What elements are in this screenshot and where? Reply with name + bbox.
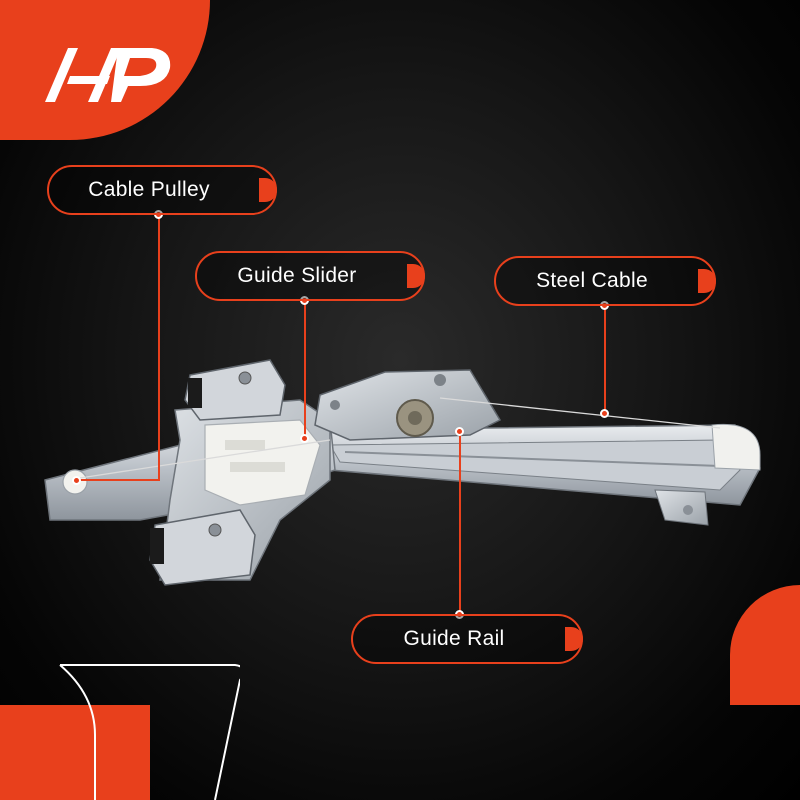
decorative-curve	[59, 664, 240, 800]
leader-line-cable-pulley-h	[76, 479, 160, 481]
callout-tab	[259, 178, 277, 202]
leader-line-cable-pulley	[158, 214, 160, 480]
callout-dot	[72, 476, 81, 485]
callout-tab	[698, 269, 716, 293]
a-premium-logo-icon	[45, 48, 171, 102]
callout-label: Cable Pulley	[88, 178, 210, 201]
callout-dot	[300, 434, 309, 443]
callout-tab	[407, 264, 425, 288]
callout-guide-slider: Guide Slider	[195, 251, 425, 301]
callout-tab	[565, 627, 583, 651]
leader-line-guide-rail	[459, 431, 461, 615]
leader-line-guide-slider	[304, 300, 306, 440]
callout-steel-cable: Steel Cable	[494, 256, 716, 306]
callout-label: Guide Rail	[403, 627, 505, 650]
corner-accent-bottom-left	[0, 705, 150, 800]
leader-line-steel-cable	[604, 305, 606, 413]
callout-dot	[455, 427, 464, 436]
callout-dot	[600, 409, 609, 418]
callout-guide-rail: Guide Rail	[351, 614, 583, 664]
callout-label: Guide Slider	[237, 264, 357, 287]
callout-label: Steel Cable	[536, 269, 648, 292]
callout-cable-pulley: Cable Pulley	[47, 165, 277, 215]
